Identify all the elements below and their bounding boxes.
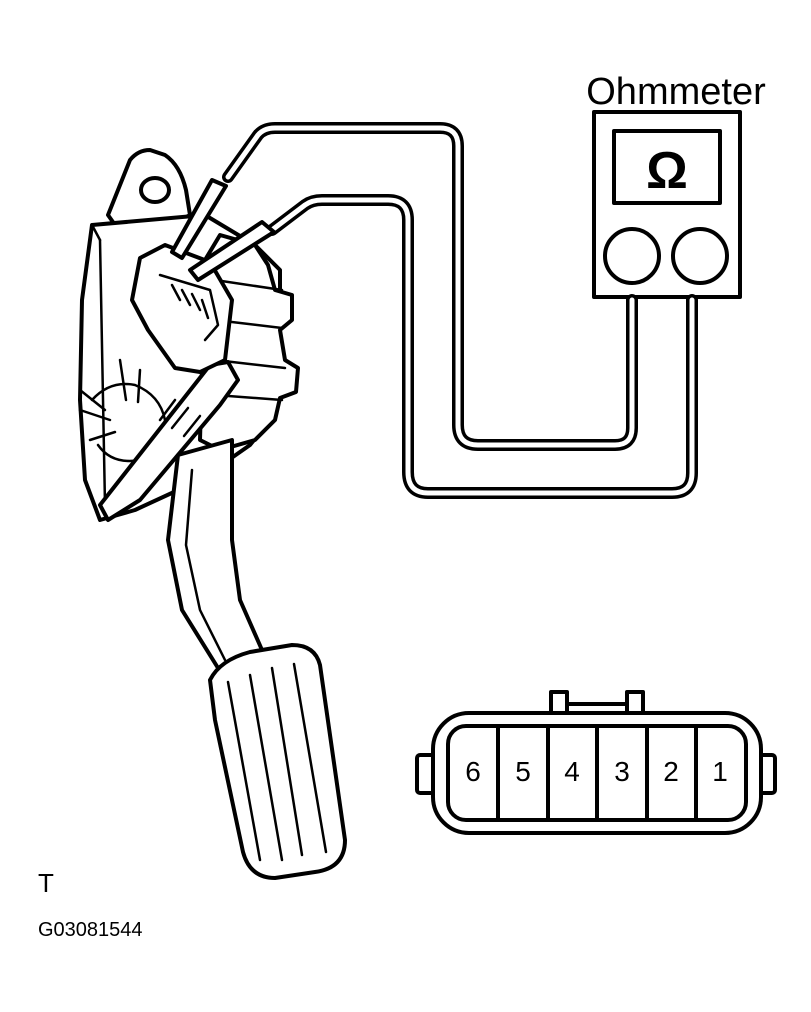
ohmmeter-terminal-left (603, 227, 661, 285)
pin-label: 1 (712, 756, 728, 787)
connector-latch-right (625, 690, 645, 716)
pin-label: 6 (465, 756, 481, 787)
ohm-symbol-icon: Ω (646, 142, 688, 200)
accelerator-pedal-assembly (78, 148, 347, 880)
pedal-arm (166, 438, 264, 670)
pin-label: 5 (515, 756, 531, 787)
ohmmeter-terminal-right (671, 227, 729, 285)
connector-latch-left (549, 690, 569, 716)
pedal-pad (208, 643, 347, 880)
test-lead-upper (222, 122, 638, 451)
pin-label: 4 (564, 756, 580, 787)
probe-tip-lower (188, 220, 276, 282)
test-leads (222, 122, 698, 499)
connector-face-view: 6 5 4 3 2 1 (415, 690, 777, 835)
pin-label: 2 (663, 756, 679, 787)
figure-code: G03081544 (38, 919, 143, 941)
bolt-hole (139, 176, 171, 204)
ohmmeter: Ω (592, 110, 742, 299)
sensor-connector-plug (130, 243, 234, 374)
probe-tip-upper (170, 178, 228, 260)
ohmmeter-display (612, 129, 722, 205)
ohmmeter-title: Ohmmeter (586, 71, 766, 113)
corner-mark: T (38, 868, 54, 898)
pin-label: 3 (614, 756, 630, 787)
